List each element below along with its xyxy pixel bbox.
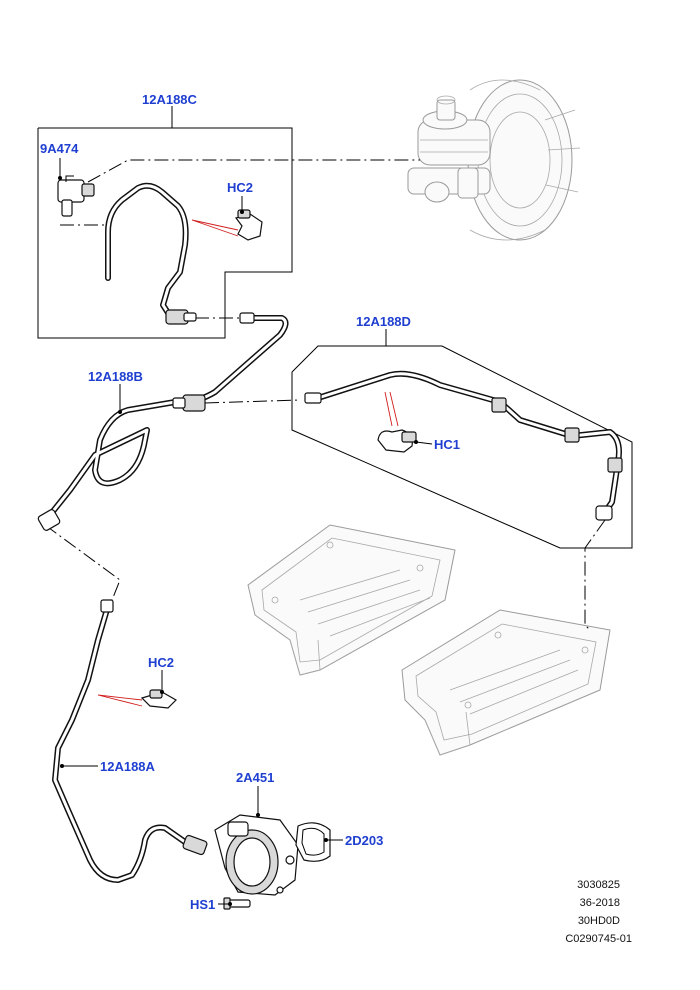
connection-line-sensor-booster [87, 159, 420, 183]
reference-code: 30HD0D [578, 915, 620, 927]
hose-12A188D [304, 370, 623, 521]
hose-clip-HC2-top [191, 209, 263, 241]
vacuum-pump-2A451 [214, 814, 299, 896]
reference-drawing-id: C0290745-01 [565, 933, 632, 945]
gasket-2D203 [295, 822, 331, 862]
hose-12A188C [105, 182, 197, 325]
callout-12A188D: 12A188D [356, 314, 411, 329]
reference-date: 36-2018 [580, 897, 620, 909]
connection-line-12A188B-12A188D [204, 399, 301, 404]
callout-2D203: 2D203 [345, 833, 383, 848]
callout-HC1: HC1 [434, 437, 460, 452]
hose-12A188A [52, 599, 208, 883]
kit-box-12A188D [291, 345, 633, 549]
callout-HC2-top: HC2 [227, 180, 253, 195]
oil-pan-context-upper [247, 524, 456, 676]
brake-booster-context [407, 79, 581, 241]
hose-clip-HC1 [377, 391, 417, 453]
hose-12A188B [37, 312, 289, 531]
callout-9A474: 9A474 [40, 141, 79, 156]
kit-box-12A188C [37, 127, 293, 339]
hose-clip-HC2-mid [97, 689, 177, 709]
connection-line-12A188B-12A188A [44, 524, 121, 606]
vacuum-sensor-9A474 [57, 175, 95, 217]
callout-HC2-mid: HC2 [148, 655, 174, 670]
connection-line-12A188D-pump [584, 519, 606, 631]
callout-12A188B: 12A188B [88, 369, 143, 384]
callout-12A188C: 12A188C [142, 92, 198, 107]
callout-2A451: 2A451 [236, 770, 274, 785]
reference-block: 3030825 36-2018 30HD0D C0290745-01 [565, 879, 632, 945]
oil-pan-context-lower [401, 609, 611, 756]
callout-HS1: HS1 [190, 897, 215, 912]
leader-lines [58, 106, 433, 906]
callout-12A188A: 12A188A [100, 759, 156, 774]
reference-number: 3030825 [577, 879, 620, 891]
